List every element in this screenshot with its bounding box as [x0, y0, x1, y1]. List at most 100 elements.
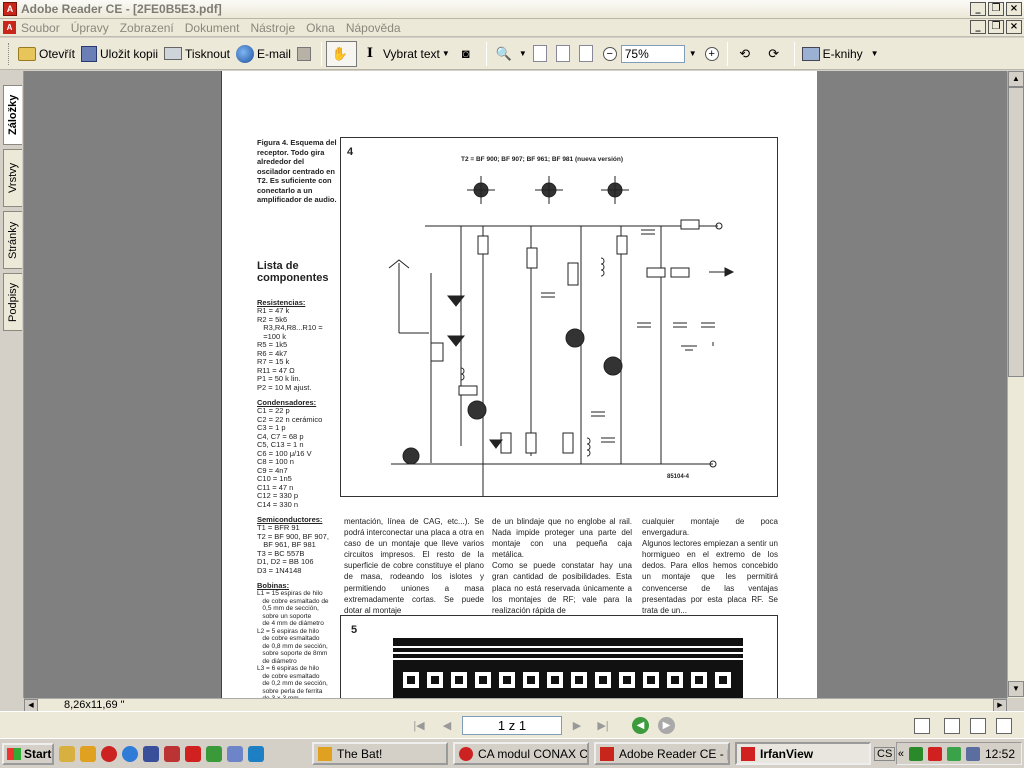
restore-button[interactable]: ❐ [988, 2, 1004, 16]
quicklaunch-ie-icon[interactable] [122, 745, 138, 762]
quicklaunch-notes-icon[interactable] [227, 745, 243, 762]
menu-okna[interactable]: Okna [306, 20, 335, 35]
hand-tool-button[interactable]: ✋ [325, 40, 357, 67]
chevron-down-icon[interactable]: ▼ [518, 49, 527, 58]
actual-size-button[interactable] [530, 41, 553, 67]
chevron-down-icon[interactable]: ▼ [441, 49, 450, 58]
figure-number: 5 [351, 624, 358, 636]
navigation-pane-tabs: Záložky Vrstvy Stránky Podpisy [0, 71, 24, 698]
task-the-bat[interactable]: The Bat! [312, 742, 448, 765]
page-number-input[interactable]: 1 z 1 [462, 716, 562, 735]
vertical-scrollbar[interactable]: ▲ ▼ [1007, 71, 1024, 698]
figure-5: 5 [340, 615, 778, 698]
doc-restore-button[interactable]: ❐ [988, 20, 1004, 34]
start-button[interactable]: Start [2, 742, 54, 765]
email-button[interactable]: E-mail [233, 41, 294, 67]
clock[interactable]: 12:52 [984, 746, 1015, 761]
zoom-in-icon[interactable]: + [704, 46, 719, 61]
print-button[interactable]: Tisknout [161, 41, 233, 67]
first-page-button[interactable]: |◀ [413, 720, 425, 732]
components-list-title: Lista de componentes [257, 260, 329, 284]
globe-mail-icon [235, 44, 254, 63]
close-button[interactable]: × [1006, 2, 1022, 16]
menu-nastroje[interactable]: Nástroje [250, 20, 296, 35]
task-adobe-reader[interactable]: Adobe Reader CE - [... [594, 742, 730, 765]
tray-arrow-icon[interactable]: « [897, 747, 904, 760]
zoom-dropdown-icon[interactable]: ▼ [688, 49, 697, 58]
zoom-out-icon[interactable]: − [602, 46, 617, 61]
next-page-button[interactable]: ▶ [572, 720, 582, 732]
rotate-left-icon: ⟲ [739, 45, 751, 61]
previous-page-button[interactable]: ◀ [442, 720, 452, 732]
toolbar-grip[interactable] [8, 42, 11, 65]
language-indicator[interactable]: CS [874, 747, 896, 761]
fit-page-button[interactable] [553, 41, 576, 67]
binoculars-button[interactable] [294, 41, 317, 67]
quicklaunch-total-commander-icon[interactable] [59, 745, 75, 762]
page-icon [532, 45, 547, 62]
tray-shield-icon[interactable] [927, 746, 942, 761]
tray-network-icon[interactable] [946, 746, 961, 761]
scroll-up-button[interactable]: ▲ [1008, 71, 1024, 87]
menu-zobrazeni[interactable]: Zobrazení [119, 20, 174, 35]
fit-width-icon [578, 45, 593, 62]
tab-layers-label: Vrstvy [7, 162, 19, 194]
text-cursor-icon: I [366, 45, 374, 61]
tab-layers[interactable]: Vrstvy [3, 149, 22, 207]
tab-signatures[interactable]: Podpisy [3, 273, 22, 331]
zoom-level-input[interactable]: 75% [620, 44, 685, 63]
single-page-layout-icon[interactable] [914, 718, 930, 734]
figure-caption: Figura 4. Esquema del receptor. Todo gir… [257, 138, 337, 204]
quicklaunch-irfanview-icon[interactable] [185, 745, 201, 762]
forward-view-button[interactable]: ▶ [658, 717, 675, 734]
quicklaunch-opera-icon[interactable] [101, 745, 117, 762]
fit-width-button[interactable] [576, 41, 599, 67]
snapshot-button[interactable]: ◙ [453, 41, 482, 67]
menu-napoveda[interactable]: Nápověda [345, 20, 401, 35]
open-button[interactable]: Otevřít [15, 41, 78, 67]
horizontal-scrollbar[interactable]: ◀ 8,26x11,69 " ▶ [24, 698, 1007, 712]
menu-soubor[interactable]: Soubor [21, 20, 60, 35]
figure-4-schematic: 4 T2 = BF 900; BF 907; BF 961; BF 981 (n… [340, 137, 778, 497]
task-opera[interactable]: CA modul CONAX C... [453, 742, 589, 765]
document-icon[interactable]: A [3, 21, 16, 34]
document-background [817, 71, 1007, 698]
save-copy-button[interactable]: Uložit kopii [78, 41, 161, 67]
facing-layout-icon[interactable] [970, 718, 986, 734]
menu-dokument[interactable]: Dokument [184, 20, 240, 35]
quicklaunch-green-icon[interactable] [206, 745, 222, 762]
zoom-tool-button[interactable]: 🔍▼ [491, 41, 530, 67]
scroll-thumb[interactable] [1008, 87, 1024, 377]
quicklaunch-bat-icon[interactable] [80, 745, 96, 762]
rotate-left-button[interactable]: ⟲ [732, 41, 761, 67]
tab-bookmarks[interactable]: Záložky [3, 85, 22, 145]
section-heading: Condensadores: [257, 398, 317, 407]
tray-gear-icon[interactable] [908, 746, 923, 761]
tab-pages[interactable]: Stránky [3, 211, 22, 269]
task-label: CA modul CONAX C... [478, 746, 589, 761]
quicklaunch-app-icon[interactable] [164, 745, 180, 762]
article-column-3: cualquier montaje de poca envergadura. A… [642, 517, 778, 615]
tray-volume-icon[interactable] [965, 746, 980, 761]
task-irfanview[interactable]: IrfanView [735, 742, 871, 765]
pdf-page[interactable]: Figura 4. Esquema del receptor. Todo gir… [221, 71, 817, 698]
task-label: Adobe Reader CE - [... [619, 746, 730, 761]
last-page-button[interactable]: ▶| [597, 720, 609, 732]
rotate-right-button[interactable]: ⟳ [761, 41, 790, 67]
bat-icon [318, 746, 332, 761]
back-view-button[interactable]: ◀ [632, 717, 649, 734]
quicklaunch-floppy-icon[interactable] [143, 745, 159, 762]
continuous-facing-layout-icon[interactable] [996, 718, 1012, 734]
ebooks-button[interactable]: E-knihy▼ [799, 41, 882, 67]
continuous-layout-icon[interactable] [944, 718, 960, 734]
chevron-down-icon[interactable]: ▼ [870, 49, 879, 58]
doc-close-button[interactable]: × [1006, 20, 1022, 34]
scroll-down-button[interactable]: ▼ [1008, 681, 1024, 697]
menu-upravy[interactable]: Úpravy [70, 20, 109, 35]
minimize-button[interactable]: _ [970, 2, 986, 16]
toolbar-separator [320, 41, 322, 66]
doc-minimize-button[interactable]: _ [970, 20, 986, 34]
capacitors-list: C1 = 22 p C2 = 22 n cerámico C3 = 1 p C4… [257, 406, 323, 509]
quicklaunch-blue-icon[interactable] [248, 745, 264, 762]
